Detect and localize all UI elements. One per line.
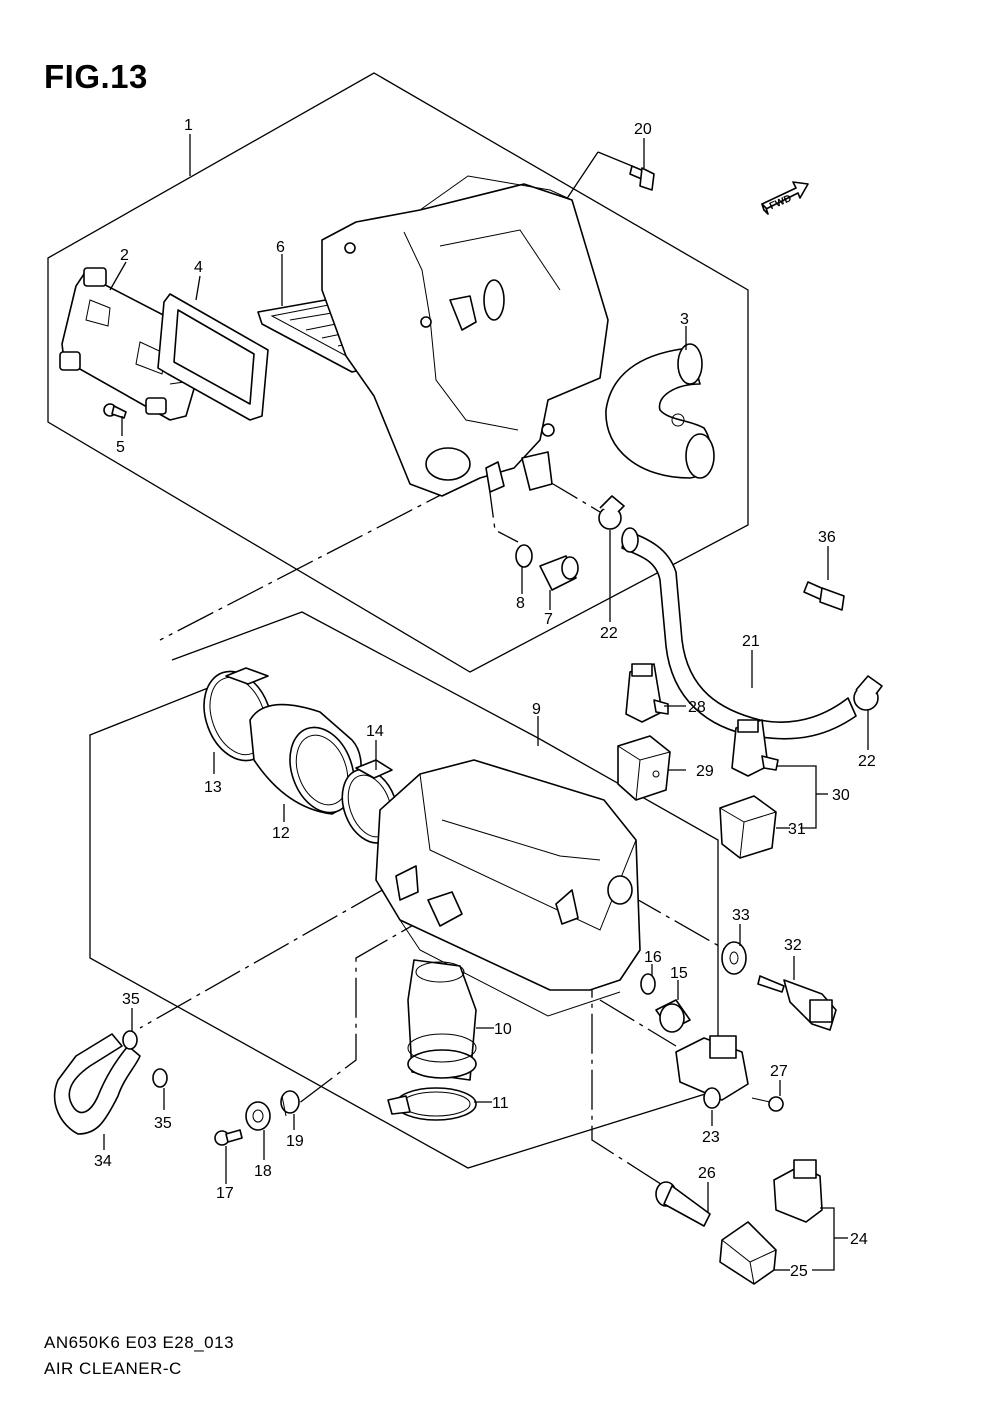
part-8-clip bbox=[515, 544, 533, 568]
part-35-clip bbox=[152, 1068, 168, 1088]
callout-6: 6 bbox=[276, 239, 285, 256]
forward-arrow-icon: FWD bbox=[761, 181, 809, 215]
callout-19: 19 bbox=[286, 1133, 304, 1150]
part-9-airbox bbox=[375, 759, 641, 1017]
alignment-line bbox=[625, 892, 727, 951]
figure-title: FIG.13 bbox=[44, 58, 148, 95]
part-10-duct bbox=[407, 959, 477, 1081]
upper-airbox bbox=[321, 175, 609, 497]
part-5-screw bbox=[103, 403, 127, 419]
alignment-line bbox=[599, 999, 677, 1047]
callout-2: 2 bbox=[120, 247, 129, 264]
callout-34: 34 bbox=[94, 1153, 112, 1170]
part-25-cover bbox=[719, 1221, 777, 1285]
callout-36: 36 bbox=[818, 529, 836, 546]
alignment-line bbox=[487, 477, 519, 543]
callout-10: 10 bbox=[494, 1021, 512, 1038]
callout-27: 27 bbox=[770, 1063, 788, 1080]
callout-13: 13 bbox=[204, 779, 222, 796]
callout-16: 16 bbox=[644, 949, 662, 966]
callout-32: 32 bbox=[784, 937, 802, 954]
part-19-collar bbox=[280, 1090, 300, 1117]
part-35-clip bbox=[122, 1030, 138, 1050]
part-36-bolt bbox=[803, 581, 845, 611]
callout-21: 21 bbox=[742, 633, 760, 650]
callout-15: 15 bbox=[670, 965, 688, 982]
callout-4: 4 bbox=[194, 259, 203, 276]
alignment-line bbox=[139, 887, 387, 1029]
part-3-elbow bbox=[605, 343, 715, 479]
callout-11: 11 bbox=[492, 1095, 509, 1112]
callout-26: 26 bbox=[698, 1165, 716, 1182]
part-26-bracket bbox=[655, 1181, 711, 1227]
callout-25: 25 bbox=[790, 1263, 808, 1280]
alignment-line bbox=[297, 911, 437, 1105]
part-18-grommet bbox=[245, 1101, 271, 1131]
callout-labels: 1 2 3 4 5 6 7 8 9 10 11 12 13 14 15 16 1… bbox=[94, 117, 876, 1280]
callout-1: 1 bbox=[184, 117, 193, 134]
callout-18: 18 bbox=[254, 1163, 272, 1180]
part-11-clamp bbox=[387, 1087, 477, 1121]
callout-35: 35 bbox=[122, 991, 140, 1008]
part-21-hose bbox=[621, 527, 857, 740]
part-16-clip bbox=[640, 973, 656, 995]
callout-30: 30 bbox=[832, 787, 850, 804]
part-29-cover bbox=[617, 735, 671, 801]
callout-23: 23 bbox=[702, 1129, 720, 1146]
part-22-clamp bbox=[598, 495, 625, 530]
callout-33: 33 bbox=[732, 907, 750, 924]
callout-3: 3 bbox=[680, 311, 689, 328]
part-30-sensor bbox=[731, 719, 779, 777]
part-33-washer bbox=[721, 941, 747, 975]
callout-17: 17 bbox=[216, 1185, 234, 1202]
leader-lines bbox=[103, 134, 869, 1271]
part-4-gasket bbox=[157, 293, 269, 421]
callout-14: 14 bbox=[366, 723, 384, 740]
callout-22: 22 bbox=[600, 625, 618, 642]
upper-assembly-frame bbox=[47, 72, 749, 673]
part-27-screw bbox=[751, 1096, 784, 1112]
part-15-cap bbox=[655, 999, 691, 1033]
part-12-duct bbox=[249, 703, 362, 815]
leader-line bbox=[597, 151, 633, 167]
callout-29: 29 bbox=[696, 763, 714, 780]
callout-8: 8 bbox=[516, 595, 525, 612]
callout-22b: 22 bbox=[858, 753, 876, 770]
part-17-screw bbox=[214, 1129, 243, 1146]
callout-31: 31 bbox=[788, 821, 806, 838]
part-31-cover bbox=[719, 795, 777, 859]
callout-9: 9 bbox=[532, 701, 541, 718]
part-28-sensor bbox=[625, 663, 669, 723]
part-24-sensor bbox=[773, 1159, 823, 1223]
alignment-line bbox=[159, 483, 463, 641]
callout-20: 20 bbox=[634, 121, 652, 138]
part-22-clamp bbox=[853, 675, 883, 711]
part-23-sensor bbox=[675, 1035, 749, 1109]
callout-12: 12 bbox=[272, 825, 290, 842]
callout-7: 7 bbox=[544, 611, 553, 628]
part-20-bolt bbox=[629, 165, 655, 191]
fwd-label: FWD bbox=[768, 193, 793, 212]
callout-35b: 35 bbox=[154, 1115, 172, 1132]
figure-name: AIR CLEANER-C bbox=[44, 1359, 182, 1378]
part-7-cap bbox=[539, 555, 579, 591]
callout-5: 5 bbox=[116, 439, 125, 456]
callout-24: 24 bbox=[850, 1231, 868, 1248]
part-32-sensor bbox=[757, 975, 837, 1031]
figure-code: AN650K6 E03 E28_013 bbox=[44, 1333, 235, 1352]
callout-28: 28 bbox=[688, 699, 706, 716]
